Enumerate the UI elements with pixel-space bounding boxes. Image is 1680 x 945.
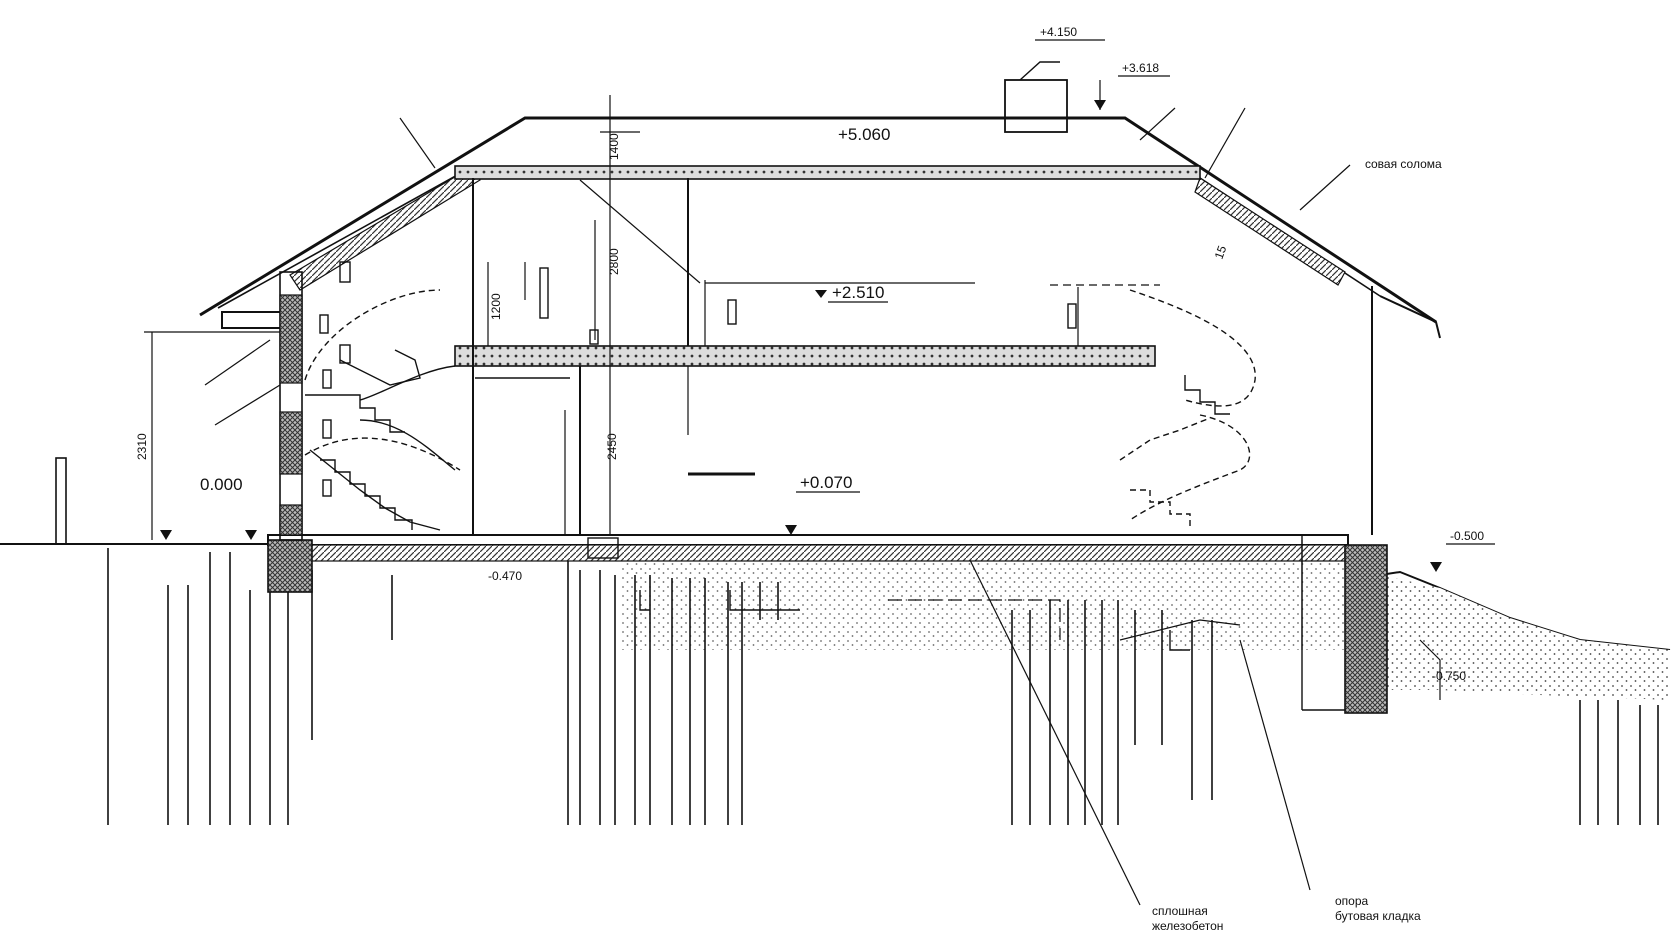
annotation-notes: cовая солома сплошная железобетон опора … (1152, 157, 1442, 933)
elev-foundation-left: -0.470 (488, 569, 522, 583)
elev-ridge: +3.618 (1122, 61, 1159, 75)
note-fill-1: опора (1335, 894, 1369, 908)
leader-lines (204, 80, 1441, 906)
pile-lines (107, 548, 1659, 825)
foundation-right (1344, 544, 1388, 714)
dim-roof-slope: 15 (1212, 243, 1230, 261)
ground-floor-slab (267, 534, 1349, 562)
walls (279, 178, 1373, 711)
roof (199, 61, 1441, 339)
ceiling-slab (454, 165, 1201, 180)
attic-floor-slab (454, 345, 1156, 367)
fence-post (55, 457, 67, 545)
note-insulation: cовая солома (1365, 157, 1442, 171)
dim-center-2: 2800 (607, 248, 621, 275)
foundation-left (267, 539, 313, 593)
elev-ceiling: +5.060 (838, 125, 890, 144)
dim-floor-height: 2450 (605, 433, 619, 460)
interior-stair-right (1119, 289, 1256, 526)
elev-foundation-right: -0.750 (1432, 669, 1466, 683)
elev-right-ground: -0.500 (1450, 529, 1484, 543)
elevation-labels: +4.150 +3.618 +5.060 +2.510 +0.070 0.000… (200, 25, 1495, 683)
elev-top: +4.150 (1040, 25, 1077, 39)
elev-datum: 0.000 (200, 475, 243, 494)
ground-line (0, 543, 1671, 700)
dim-center-1: 1400 (607, 133, 621, 160)
elev-ground-floor: +0.070 (800, 473, 852, 492)
dim-center-3: 1200 (489, 293, 503, 320)
dimension-labels: 2310 1400 2800 1200 2450 15 (135, 133, 1229, 460)
note-foundation-2: железобетон (1152, 919, 1223, 933)
note-foundation-1: сплошная (1152, 904, 1208, 918)
interior-stair-left (304, 289, 461, 531)
floor-details (319, 261, 1190, 651)
elev-attic-floor: +2.510 (832, 283, 884, 302)
note-fill-2: бутовая кладка (1335, 909, 1421, 923)
dim-left-wall-height: 2310 (135, 433, 149, 460)
elevation-markers (160, 100, 1442, 572)
dimension-lines (144, 95, 1303, 650)
